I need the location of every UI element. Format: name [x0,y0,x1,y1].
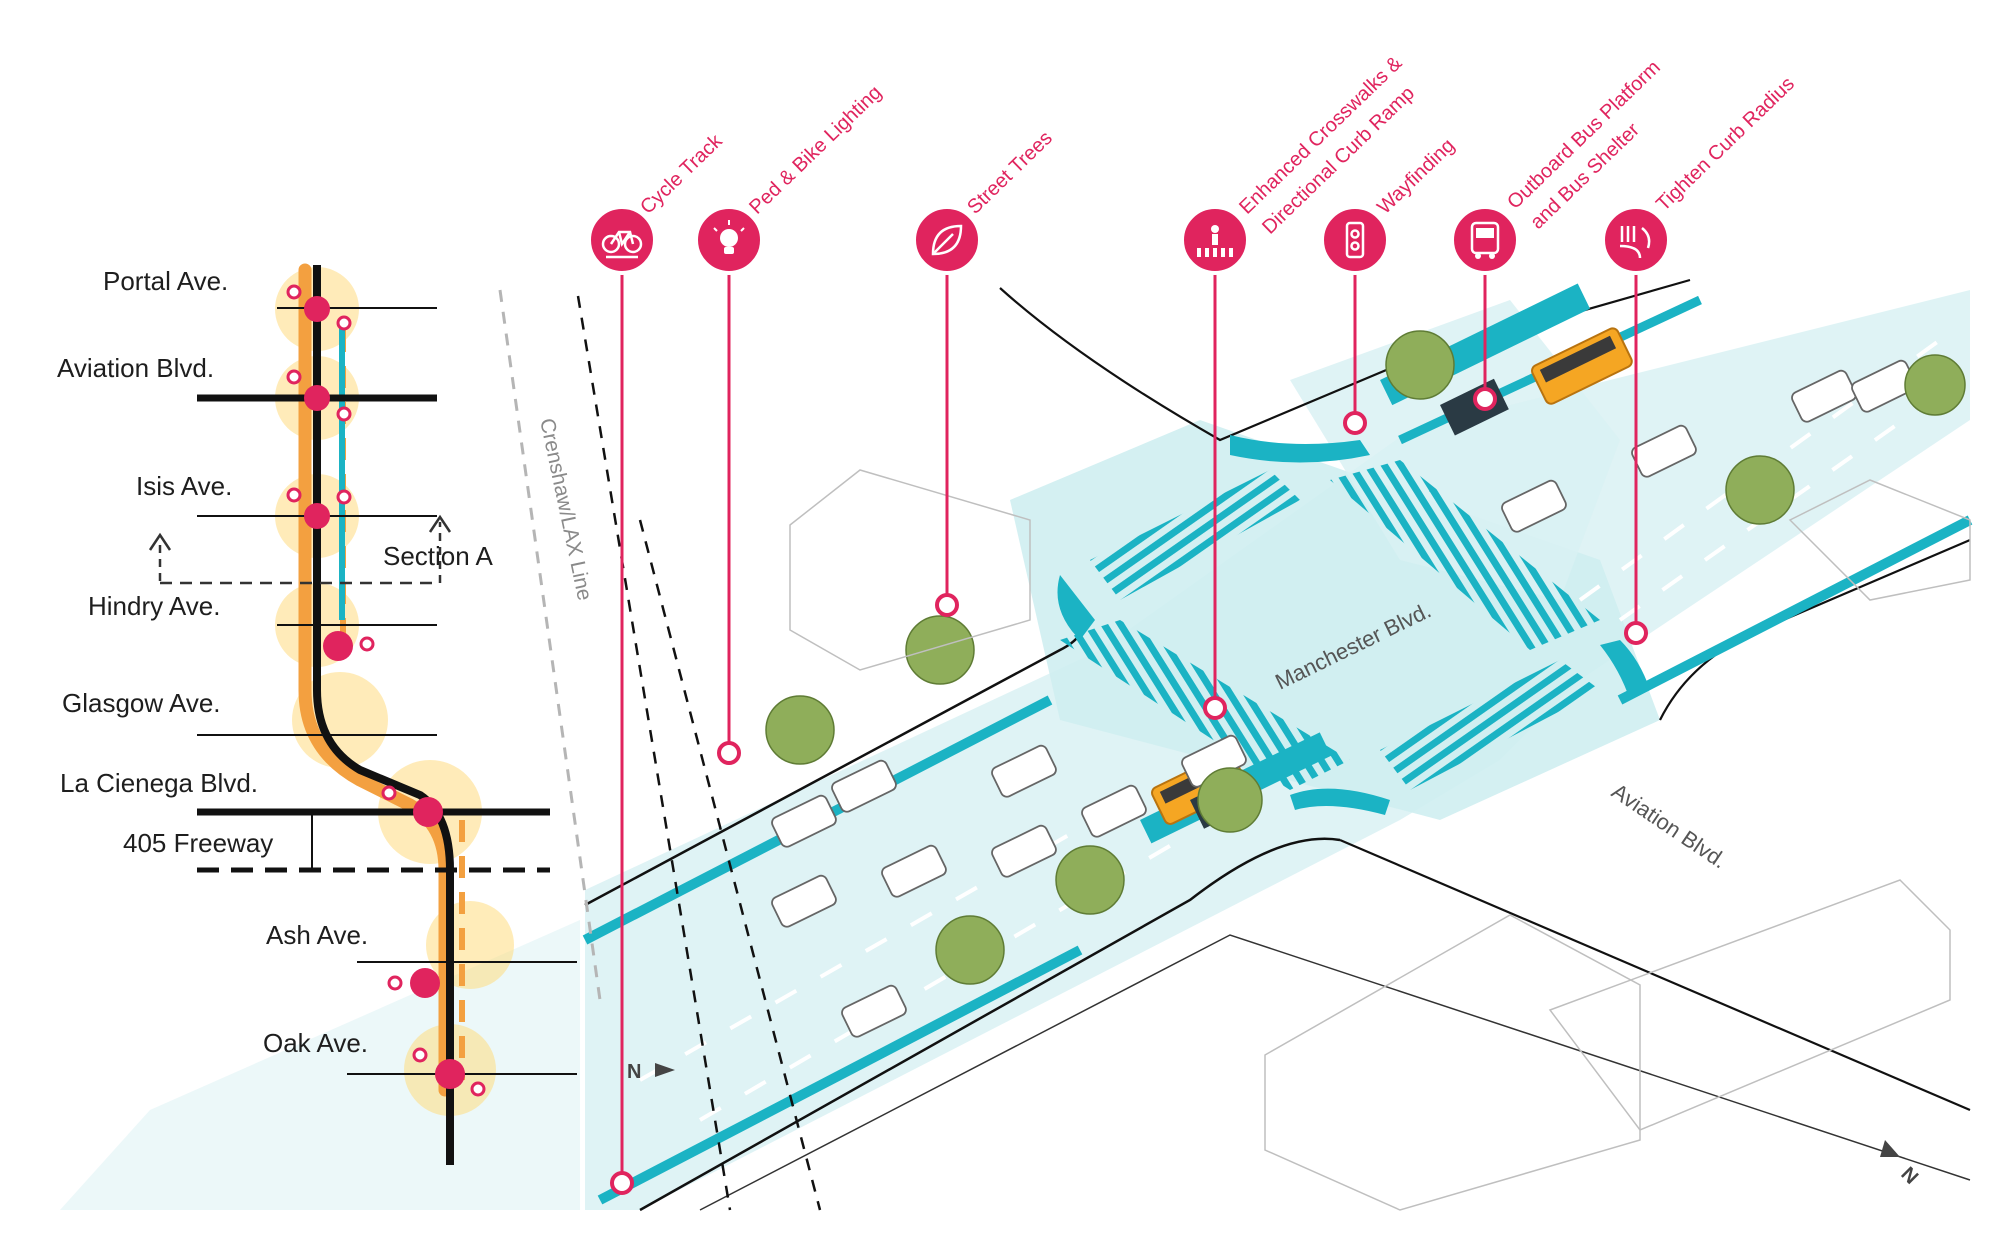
callout-anchors [610,387,1648,1195]
street-label-oak: Oak Ave. [263,1028,368,1058]
crosswalk-south [1380,660,1600,790]
rail-line-edge-gray [498,289,602,1001]
north-curb [639,837,1341,1212]
aviation-blvd-label: Aviation Blvd. [1607,778,1731,873]
north-arrow-plan-left: N [627,1061,675,1083]
station-dots [304,296,465,1089]
street-label-ash: Ash Ave. [266,920,368,950]
street-label-aviation: Aviation Blvd. [57,353,214,383]
callout-badge-tighten-curb-radius [1601,205,1671,275]
street-label-405: 405 Freeway [123,828,273,858]
callout-leaders [620,272,1638,1183]
crosswalk-east [1330,460,1600,650]
wayfinding-sign-icon [1345,221,1365,259]
street-label-glasgow: Glasgow Ave. [62,688,221,718]
crosswalk-north [1090,470,1300,600]
callout-badge-enhanced-crosswalks [1180,205,1250,275]
rail-line-edge-black-b [638,519,822,1211]
outer-sidewalk-edge [699,934,1971,1211]
bus-icon [1470,221,1500,259]
callout-badge-cycle-track [587,205,657,275]
street-label-isis: Isis Ave. [136,471,232,501]
cycle-track-east [1617,515,1973,705]
callout-label-ped-bike-lighting: Ped & Bike Lighting [745,82,886,219]
cycle-track-north [597,945,1083,1205]
leaf-icon [931,224,963,256]
bicycle-icon [601,230,643,259]
section-a-marker [148,514,452,585]
callout-badge-outboard-bus-platform [1450,205,1520,275]
street-trees [765,330,1966,985]
rail-line-edge-black-a [576,295,732,1211]
callout-badge-ped-bike-lighting [694,205,764,275]
north-arrow-label-left: N [627,1061,641,1083]
callout-label-street-trees: Street Trees [963,127,1057,218]
callout-label-cycle-track: Cycle Track [636,130,727,219]
curb-extension-north [1230,435,1370,463]
north-arrow-plan-right: N [1880,1140,1922,1189]
street-label-portal: Portal Ave. [103,266,228,296]
aviation-curb-south [1339,838,1971,1112]
curb-extension-west [1057,575,1095,640]
bus-north [1531,327,1633,405]
street-label-la-cienega: La Cienega Blvd. [60,768,258,798]
callout-badge-wayfinding [1320,205,1390,275]
north-arrow-label-right: N [1896,1163,1922,1189]
curb-radius-icon [1619,226,1651,259]
route-map: Portal Ave. Aviation Blvd. Isis Ave. Hin… [57,263,580,1210]
callout-label-wayfinding: Wayfinding [1373,135,1459,219]
lightbulb-icon [720,229,738,254]
station-rings [286,284,486,1097]
street-label-hindry: Hindry Ave. [88,591,220,621]
rail-line-label: Crenshaw/LAX Line [535,416,596,602]
pedestrian-crosswalk-icon [1197,225,1233,257]
buildings [789,469,1971,1211]
section-a-label: Section A [383,541,494,571]
callout-badge-street-trees [912,205,982,275]
route-main-line [313,265,454,1165]
east-curb-north [999,278,1691,442]
street-plan: Crenshaw/LAX Line Manchester Blvd. Aviat… [498,278,1973,1212]
callout-label-enhanced-crosswalks-line1: Enhanced Crosswalks & [1235,52,1407,219]
curb-extension-east [1600,640,1650,700]
orange-corridor-solid [298,263,452,1097]
callout-label-tighten-curb-radius: Tighten Curb Radius [1652,73,1799,216]
curb-extension-south [1290,788,1390,815]
